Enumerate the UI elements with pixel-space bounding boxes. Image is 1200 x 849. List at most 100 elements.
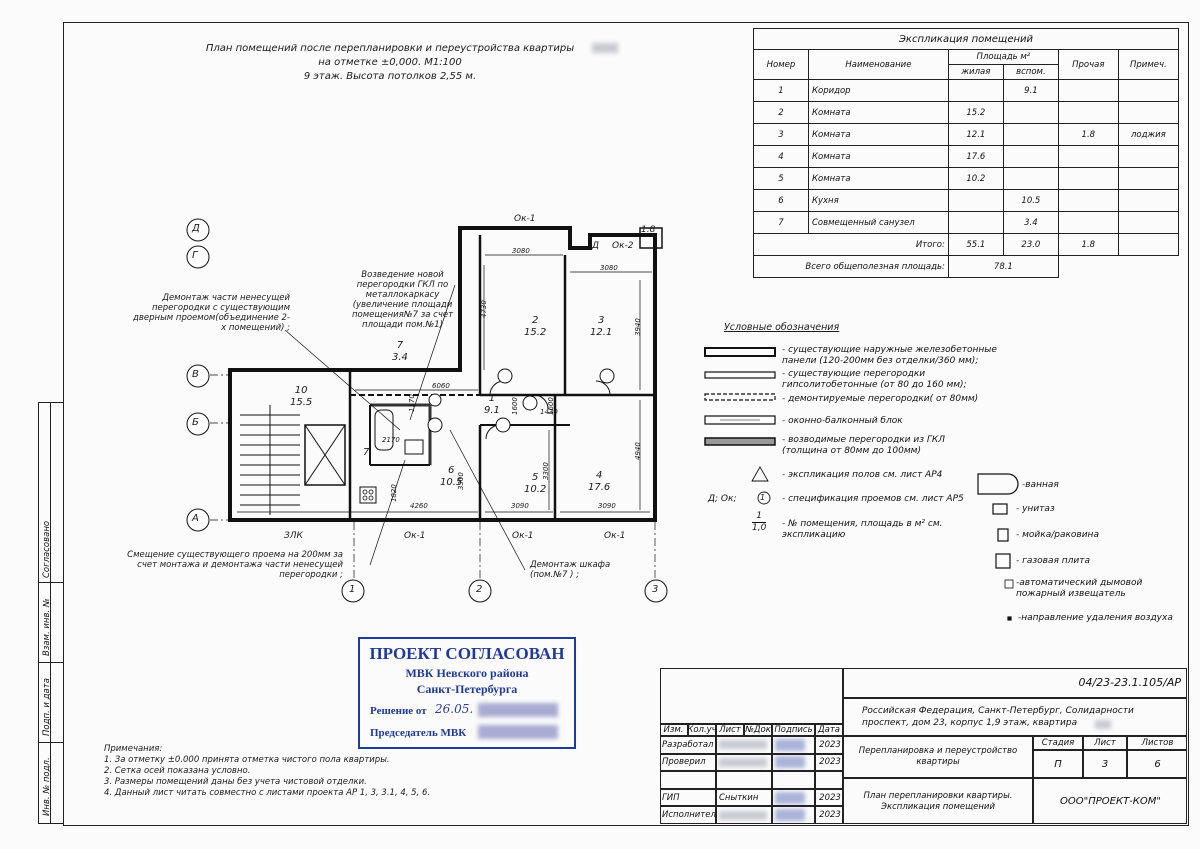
axis-circle-2 [468, 579, 492, 603]
door-1 [533, 394, 549, 410]
axis-2: 2 [476, 584, 483, 595]
tb-signature [772, 736, 815, 754]
stamp-line5: Председатель МВК [370, 727, 467, 739]
window-d: Д [592, 241, 600, 251]
room-area: 15.2 [524, 327, 547, 338]
window-ok1-b1: Ок-1 [404, 531, 426, 541]
annotation-cabinet: Демонтаж шкафа (пом.№7 ) ; [530, 560, 611, 580]
legend-stove: - газовая плита [1016, 556, 1090, 566]
door-4 [595, 380, 611, 396]
window-ok1-b3: Ок-1 [604, 531, 626, 541]
stamp-line3: Санкт-Петербурга [416, 682, 518, 696]
bath-icon [374, 409, 394, 451]
room-number: 1 [488, 393, 496, 404]
tb-role: Исполнитель [660, 806, 716, 824]
dim-3300a: 3300 [457, 472, 465, 490]
sheet-frame [63, 22, 1189, 826]
tb-date: 2023 [815, 788, 843, 807]
axis-3: 3 [652, 584, 659, 595]
tb-org: ООО"ПРОЕКТ-КОМ" [1033, 778, 1187, 824]
dim-3080b: 3080 [600, 264, 618, 272]
sidebar-sign-date: Подп. и дата [42, 678, 52, 736]
axis-circle-G [186, 245, 210, 269]
sidebar-inv-zam: Взам. инв. № [42, 598, 52, 656]
toilet-icon [404, 439, 424, 455]
legend-window: - оконно-балконный блок [782, 416, 903, 426]
tb-hdr-ndoc: №Док [744, 724, 772, 736]
tb-sheet-title: План перепланировки квартиры. Экспликаци… [843, 778, 1033, 824]
legend-bath: -ванная [1022, 480, 1059, 490]
legend-openings: - спецификация проемов см. лист АР5 [782, 494, 964, 504]
plan-title-line2: на отметке ±0,000. М1:100 [318, 57, 462, 68]
col-other: Прочая [1057, 49, 1119, 80]
axis-circle-1 [341, 579, 365, 603]
tb-signature [772, 771, 815, 789]
room-number: 4 [595, 470, 603, 481]
room-number: 2 [531, 315, 539, 326]
axis-V: В [192, 369, 199, 380]
tb-person: Сныткин [716, 788, 772, 807]
dim-1430: 1430 [540, 408, 558, 416]
tb-role: Проверил [660, 753, 716, 772]
tb-sheet-h: Лист [1083, 736, 1127, 750]
room-number: 5 [531, 472, 539, 483]
legend-symbol-num: 1 [760, 493, 766, 502]
legend-room: - № помещения, площадь в м² см. эксплика… [782, 519, 943, 540]
dim-1600a: 1600 [511, 397, 519, 415]
stairs [240, 405, 300, 515]
room-area: 10.5 [440, 477, 463, 488]
dim-6060: 6060 [432, 382, 450, 390]
redacted-apartment [592, 43, 618, 53]
tb-date: 2023 [815, 806, 843, 824]
note-1: 1. За отметку ±0.000 принята отметка чис… [104, 755, 390, 765]
dim-3090b: 3090 [598, 502, 616, 510]
total-note [1117, 233, 1180, 256]
room-number: 10 [294, 385, 308, 396]
axis-circle-A [186, 508, 210, 532]
tb-hdr-izm: Изм. [660, 724, 688, 736]
legend-sink: - мойка/раковина [1016, 530, 1099, 540]
tb-hdr-date: Дата [815, 724, 843, 736]
grand-value: 78.1 [947, 255, 1059, 278]
room-number: 3 [597, 315, 605, 326]
col-note: Примеч. [1117, 49, 1180, 80]
legend-new-gkl: - возводимые перегородки из ГКЛ (толщина… [782, 435, 946, 456]
axis-circle-D [186, 218, 210, 242]
dim-1820: 1820 [390, 484, 398, 502]
col-number: Номер [753, 49, 809, 80]
tb-person [716, 736, 772, 754]
room-7b: 7 [363, 447, 370, 458]
tb-date [815, 771, 843, 789]
annotation-shift: Смещение существующего проема на 200мм з… [127, 550, 343, 580]
plan-title-line1: План помещений после перепланировки и пе… [205, 43, 575, 54]
note-3: 3. Размеры помещений даны без учета чист… [104, 777, 367, 787]
room-number: 7 [396, 340, 404, 351]
dim-2170: 2170 [382, 436, 400, 444]
axis-D: Д [192, 223, 200, 234]
dim-1600b: 1600 [547, 397, 555, 415]
dim-4730: 4730 [480, 300, 488, 318]
axis-1: 1 [349, 584, 356, 595]
room-area: 10.2 [524, 484, 547, 495]
plan-title-line3: 9 этаж. Высота потолков 2,55 м. [303, 71, 477, 82]
tb-code: 04/23-23.1.105/АР [843, 668, 1187, 698]
axis-G: Г [192, 250, 198, 261]
tb-sheets: 6 [1127, 750, 1187, 778]
tb-date: 2023 [815, 753, 843, 772]
room-area: 15.5 [290, 397, 313, 408]
approval-stamp: ПРОЕКТ СОГЛАСОВАН МВК Невского района Са… [358, 637, 576, 749]
tb-hdr-list: Лист [716, 724, 744, 736]
tb-stage-h: Стадия [1033, 736, 1083, 750]
window-zlk: ЗЛК [284, 531, 303, 541]
legend-toilet: - унитаз [1016, 504, 1055, 514]
plan-title: План помещений после перепланировки и пе… [150, 42, 630, 84]
dim-4940: 4940 [634, 442, 642, 460]
notes: Примечания: 1. За отметку ±0.000 принята… [104, 744, 430, 799]
window-ok1-top: Ок-1 [514, 214, 536, 224]
tb-person [716, 753, 772, 772]
